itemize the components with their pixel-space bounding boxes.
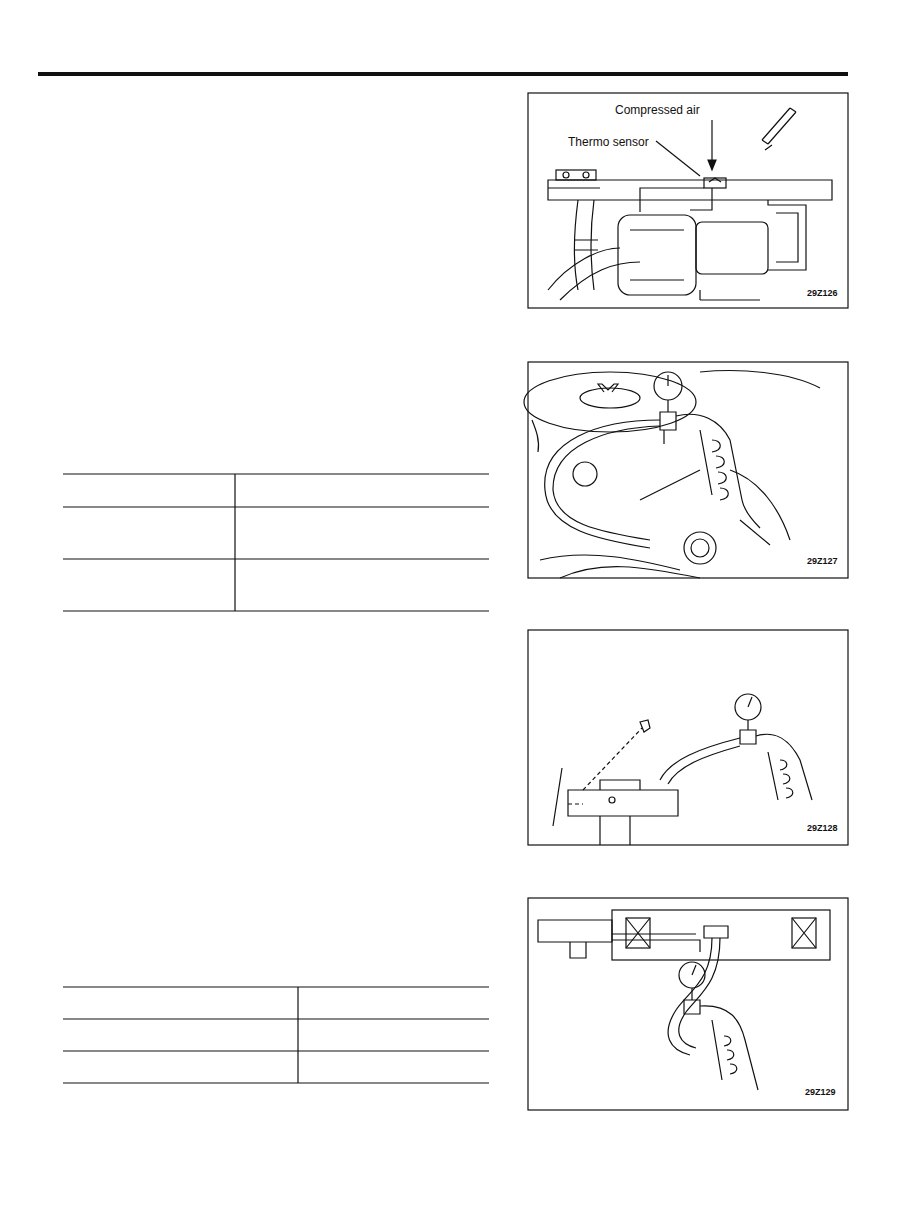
figure-number: 29Z129 [804,1088,837,1098]
pipe-test-figure [528,898,848,1110]
header-rule [38,72,848,76]
part-label: Thermo sensor [567,136,650,149]
figure-number: 29Z126 [806,289,839,299]
valve-check-figure [528,630,848,845]
part-label: Compressed air [614,104,701,117]
vacuum-pump-figure [524,362,848,578]
empty-table [63,474,489,611]
empty-table [63,987,489,1083]
figure-number: 29Z128 [806,824,839,834]
figure-number: 29Z127 [806,557,839,567]
thermo-sensor-figure [528,93,848,308]
